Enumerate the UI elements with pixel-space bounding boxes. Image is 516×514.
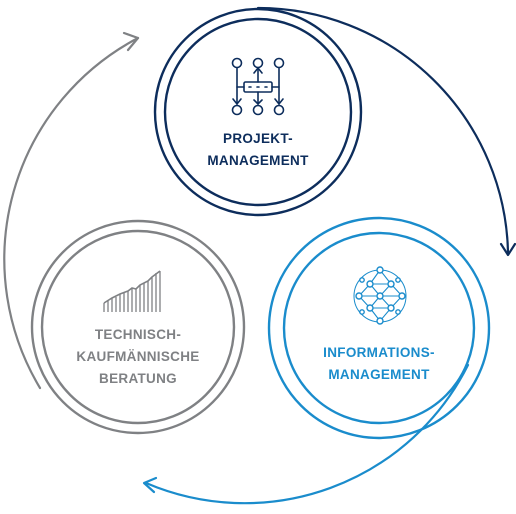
informations-label-line1: INFORMATIONS- [323,345,435,360]
informations-outer-ring [267,216,491,440]
technisch-outer-ring [30,219,246,435]
projekt-outer-ring [153,7,363,217]
connected-nodes-sphere-icon [353,266,407,325]
projekt-inner-ring [163,17,353,207]
projekt-label-line1: PROJEKT- [223,131,293,146]
technisch-inner-ring [40,229,236,425]
technisch-label-line1: TECHNISCH- [94,327,182,342]
label-informations-management: INFORMATIONS- MANAGEMENT [289,342,469,386]
network-grid-icon [231,57,285,116]
technisch-label-line2: KAUFMÄNNISCHE [76,349,200,364]
node-projekt-management [153,7,363,217]
node-technisch-kaufmaennische-beratung [30,219,246,435]
projekt-label-line2: MANAGEMENT [207,153,309,168]
arrow-projekt-to-informations [256,6,516,257]
label-technisch-kaufmaennische-beratung: TECHNISCH- KAUFMÄNNISCHE BERATUNG [43,324,233,390]
technisch-label-line3: BERATUNG [99,371,177,386]
arrow-informations-to-technisch [142,363,470,505]
node-informations-management [267,216,491,440]
label-projekt-management: PROJEKT- MANAGEMENT [178,128,338,172]
informations-inner-ring [282,231,476,425]
rising-bars-chart-icon [103,270,161,312]
arrow-technisch-to-projekt [3,31,140,390]
informations-label-line2: MANAGEMENT [328,367,430,382]
